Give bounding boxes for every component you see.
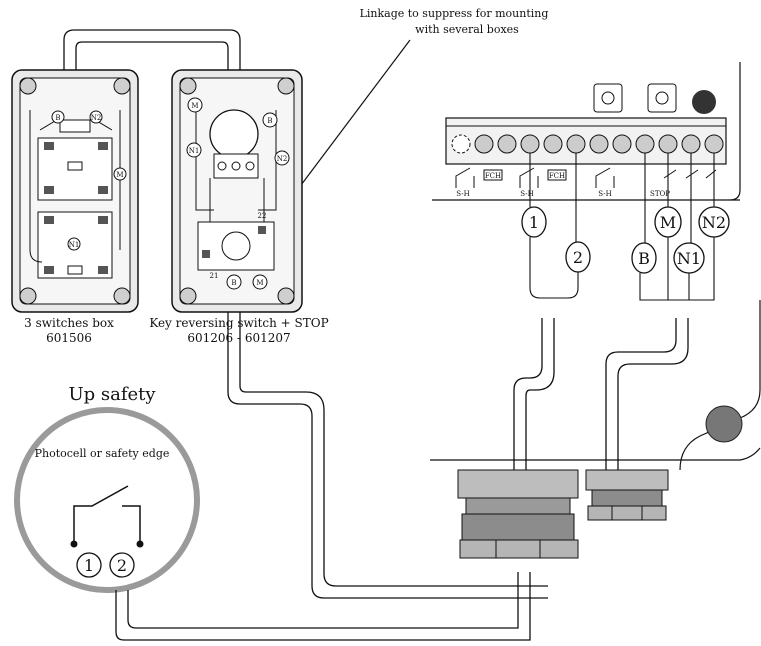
up-safety-device	[14, 407, 200, 593]
up-safety-cable	[115, 572, 531, 641]
wire-bundles	[529, 237, 715, 301]
wire-label-b: B	[631, 242, 657, 274]
middle-box-label: Key reversing switch + STOP	[149, 316, 328, 330]
mid-box-terminal-m: M	[191, 102, 198, 110]
svg-text:B: B	[638, 249, 650, 268]
wire-label-1: 1	[521, 206, 547, 238]
svg-text:2: 2	[573, 248, 583, 267]
left-box-terminal-b: B	[55, 114, 60, 122]
mid-box-terminal-b-bottom: B	[231, 279, 236, 287]
mid-box-terminal-n2: N2	[277, 155, 288, 163]
control-enclosure	[430, 62, 761, 471]
left-box-terminal-m: M	[116, 171, 123, 179]
up-safety-subtitle: Photocell or safety edge	[35, 447, 170, 460]
mid-box-terminal-m-bottom: M	[256, 279, 263, 287]
up-safety-terminal-1: 1	[76, 552, 102, 578]
wire-label-2: 2	[565, 241, 591, 273]
block-tag-1: S-H	[456, 190, 470, 198]
linkage-note-line2: with several boxes	[415, 23, 519, 36]
wire-label-m: M	[654, 206, 682, 238]
cable-gland-small	[585, 469, 669, 521]
linkage-note-line1: Linkage to suppress for mounting	[360, 7, 549, 20]
middle-box-cable	[227, 312, 548, 599]
block-tag-3: S-H	[520, 190, 534, 198]
mid-box-terminal-b-top: B	[267, 117, 272, 125]
left-box-terminal-n1: N1	[69, 241, 80, 249]
block-tag-2: FCH	[485, 172, 501, 180]
key-reversing-switch-box: M B N1 N2 B M 21 22	[171, 69, 303, 313]
block-tag-5: S-H	[598, 190, 612, 198]
cable-to-left-gland	[513, 318, 555, 470]
svg-text:N1: N1	[677, 249, 701, 268]
up-safety-title: Up safety	[68, 384, 156, 405]
cable-gland-large	[457, 469, 579, 559]
up-safety-terminal-2: 2	[109, 552, 135, 578]
terminal-block	[445, 117, 727, 188]
svg-text:M: M	[660, 213, 676, 232]
svg-text:1: 1	[529, 213, 539, 232]
block-tag-4: FCH	[549, 172, 565, 180]
three-switches-box: B N2 M N1	[11, 69, 139, 313]
mid-box-pin-22: 22	[258, 212, 267, 220]
left-box-label: 3 switches box	[24, 316, 114, 330]
mid-box-pin-21: 21	[210, 272, 219, 280]
cable-to-right-gland	[605, 318, 689, 470]
box-linkage-tube	[63, 29, 241, 78]
block-tag-6: STOP	[650, 190, 670, 198]
middle-box-code: 601206 - 601207	[187, 331, 290, 345]
left-box-terminal-n2: N2	[91, 114, 102, 122]
wire-label-n1: N1	[673, 242, 705, 274]
svg-text:1: 1	[84, 556, 94, 575]
svg-text:N2: N2	[702, 213, 726, 232]
wire-label-n2: N2	[698, 206, 730, 238]
svg-text:2: 2	[117, 556, 127, 575]
left-box-code: 601506	[46, 331, 92, 345]
block-wires	[529, 153, 715, 243]
mid-box-terminal-n1: N1	[189, 147, 200, 155]
